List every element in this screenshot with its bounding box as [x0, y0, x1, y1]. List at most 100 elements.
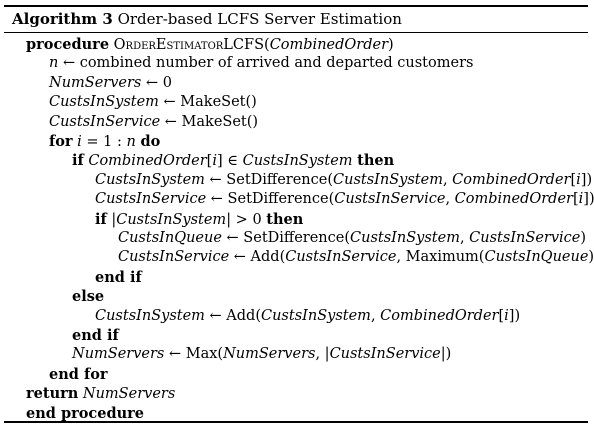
code-line: if |CustsInSystem| > 0 then	[95, 210, 303, 229]
identifier: CustsInQueue	[118, 230, 222, 246]
code-text: | > 0	[226, 211, 267, 228]
code-line: CustsInSystem ← MakeSet()	[49, 93, 257, 112]
keyword: end if	[72, 327, 119, 344]
code-line: end procedure	[26, 404, 144, 423]
caption-rule	[4, 32, 588, 33]
identifier: CustsInSystem	[242, 153, 353, 170]
identifier: NumServers	[223, 346, 316, 363]
identifier: i	[77, 134, 82, 150]
code-text: ← SetDifference(	[204, 171, 334, 188]
identifier: CustsInSystem	[49, 94, 159, 111]
keyword: for	[49, 133, 73, 150]
code-text: ← Add(	[229, 249, 286, 266]
keyword: then	[266, 210, 304, 228]
identifier: CustsInService	[285, 249, 397, 266]
code-text: [	[572, 191, 579, 208]
keyword: do	[140, 133, 161, 150]
identifier: CombinedOrder	[380, 307, 499, 324]
code-text: [	[498, 307, 505, 324]
keyword: if	[72, 152, 84, 170]
code-text: |	[106, 211, 117, 228]
identifier: NumServers	[82, 386, 176, 403]
code-text: ])	[583, 191, 594, 208]
algorithm-box: Algorithm 3 Order-based LCFS Server Esti…	[4, 5, 594, 423]
algorithm-caption: Algorithm 3 Order-based LCFS Server Esti…	[12, 10, 402, 28]
code-line: end if	[95, 268, 142, 287]
code-line: else	[72, 287, 104, 306]
identifier: i	[578, 191, 584, 208]
identifier: i	[576, 171, 581, 188]
code-text: ← 0	[141, 74, 172, 91]
identifier: i	[212, 153, 217, 170]
identifier: CustsInService	[49, 113, 161, 130]
code-text: )	[580, 230, 587, 246]
code-line: CustsInService ← SetDifference(CustsInSe…	[95, 190, 594, 209]
code-line: end for	[49, 365, 108, 384]
identifier: NumServers	[49, 74, 142, 91]
code-line: return NumServers	[26, 384, 175, 403]
code-text: = 1 :	[81, 134, 127, 150]
keyword: end procedure	[26, 404, 145, 422]
code-text: ))	[588, 249, 594, 266]
code-text: , |	[315, 346, 330, 363]
code-line: procedure OrderEstimatorLCFS(CombinedOrd…	[26, 35, 394, 54]
code-line: CustsInSystem ← Add(CustsInSystem, Combi…	[95, 307, 520, 326]
code-line: CustsInService ← Add(CustsInService, Max…	[118, 248, 594, 267]
identifier: CustsInSystem	[95, 307, 205, 324]
keyword: else	[72, 288, 105, 306]
code-text: )	[388, 37, 394, 53]
code-text: ← Max(	[164, 346, 224, 363]
keyword: end for	[49, 365, 108, 383]
identifier: i	[504, 307, 509, 324]
code-text: , Maximum(	[396, 249, 485, 266]
keyword: if	[95, 210, 107, 228]
code-line: CustsInService ← MakeSet()	[49, 113, 258, 132]
code-line: for i = 1 : n do	[49, 132, 160, 151]
code-text: ← Add(	[204, 307, 261, 324]
algorithm-title: Order-based LCFS Server Estimation	[117, 10, 402, 28]
code-text: ← SetDifference(	[206, 191, 335, 208]
code-line: n ← combined number of arrived and depar…	[49, 54, 473, 73]
keyword: end if	[95, 268, 142, 286]
identifier: CustsInService	[334, 191, 446, 208]
identifier: CustsInQueue	[484, 249, 589, 266]
top-rule	[4, 5, 588, 7]
identifier: n	[126, 134, 136, 150]
code-text: ,	[370, 307, 381, 324]
keyword: procedure	[26, 36, 110, 53]
identifier: CombinedOrder	[88, 153, 207, 170]
code-text: ])	[508, 307, 521, 324]
code-text: [	[570, 171, 577, 188]
identifier: CustsInSystem	[116, 211, 227, 228]
code-text: ,	[445, 191, 455, 208]
identifier: CombinedOrder	[452, 171, 571, 188]
identifier: CustsInSystem	[350, 230, 460, 246]
code-text: ← combined number of arrived and departe…	[58, 55, 474, 72]
algorithm-label: Algorithm 3	[12, 10, 113, 28]
code-text: ])	[580, 171, 593, 188]
code-text: ← SetDifference(	[221, 230, 351, 246]
code-text: |)	[440, 346, 452, 363]
identifier: n	[49, 55, 59, 72]
code-line: NumServers ← Max(NumServers, |CustsInSer…	[72, 345, 451, 364]
code-line: CustsInSystem ← SetDifference(CustsInSys…	[95, 171, 592, 190]
identifier: CustsInService	[118, 249, 230, 266]
identifier: CustsInService	[469, 230, 581, 246]
code-line: if CombinedOrder[i] ∈ CustsInSystem then	[72, 151, 394, 170]
identifier: OrderEstimatorLCFS	[113, 37, 265, 53]
identifier: CustsInSystem	[95, 171, 205, 188]
identifier: CombinedOrder	[269, 37, 389, 53]
identifier: NumServers	[72, 346, 165, 363]
identifier: CustsInSystem	[333, 171, 443, 188]
keyword: return	[26, 385, 79, 403]
code-text: ← MakeSet()	[160, 113, 259, 130]
code-line: NumServers ← 0	[49, 74, 172, 93]
code-text: ,	[459, 230, 470, 246]
code-text: ,	[442, 171, 453, 188]
code-text: ] ∈	[216, 153, 243, 170]
code-line: end if	[72, 326, 119, 345]
code-text: (	[264, 37, 270, 53]
keyword: then	[357, 152, 395, 170]
identifier: CombinedOrder	[454, 191, 573, 208]
code-text: [	[206, 153, 213, 170]
